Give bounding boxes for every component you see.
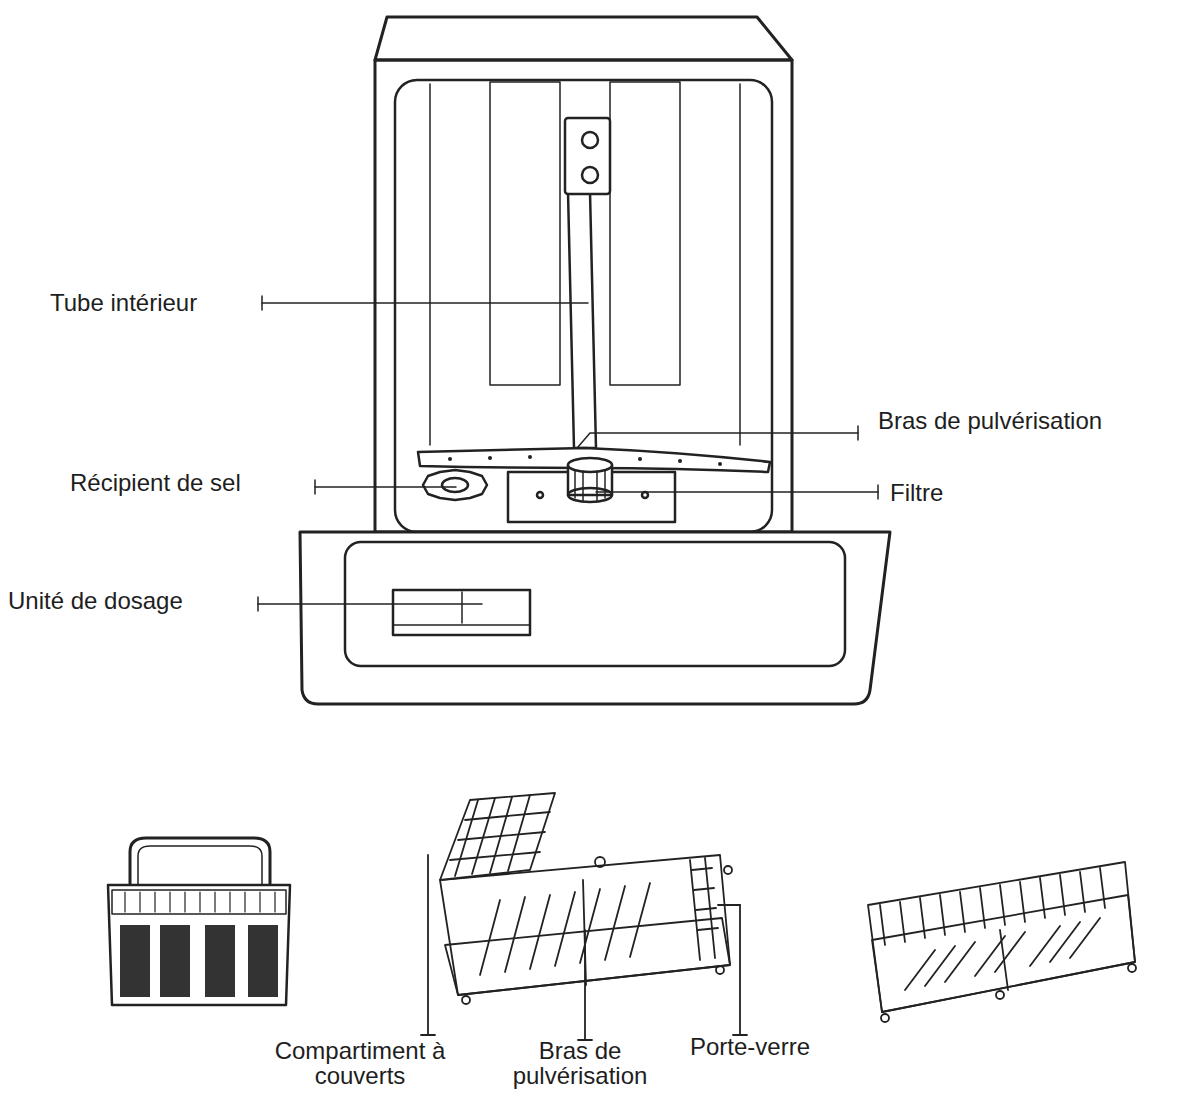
inner-tube — [568, 192, 596, 448]
nozzle — [582, 132, 598, 148]
part-label: Filtre — [890, 480, 1010, 505]
cavity — [395, 80, 772, 532]
tube-head — [565, 118, 610, 194]
salt-center — [442, 478, 468, 492]
upper-rack — [421, 793, 747, 1040]
top-panel — [375, 17, 792, 60]
screw — [537, 492, 543, 498]
part-label: Unité de dosage — [8, 588, 253, 613]
part-label: Bras de pulvérisation — [480, 1038, 680, 1088]
spray-arm — [418, 448, 770, 472]
part-label: Compartiment à couverts — [255, 1038, 465, 1088]
screw — [642, 492, 648, 498]
door — [300, 532, 890, 704]
body — [375, 60, 792, 532]
part-label: Tube intérieur — [50, 290, 260, 315]
nozzle — [582, 167, 598, 183]
rail — [610, 82, 680, 385]
salt-cap — [423, 470, 487, 500]
part-label: Récipient de sel — [70, 470, 310, 495]
part-label: Bras de pulvérisation — [878, 408, 1183, 433]
back-line — [429, 84, 431, 445]
lower-rack — [868, 862, 1136, 1022]
rail — [490, 82, 560, 385]
dosing-unit — [393, 590, 530, 635]
cutlery-basket — [108, 838, 290, 1005]
back-line — [739, 84, 741, 445]
leader-lines — [258, 296, 878, 611]
part-label: Porte-verre — [690, 1034, 870, 1059]
